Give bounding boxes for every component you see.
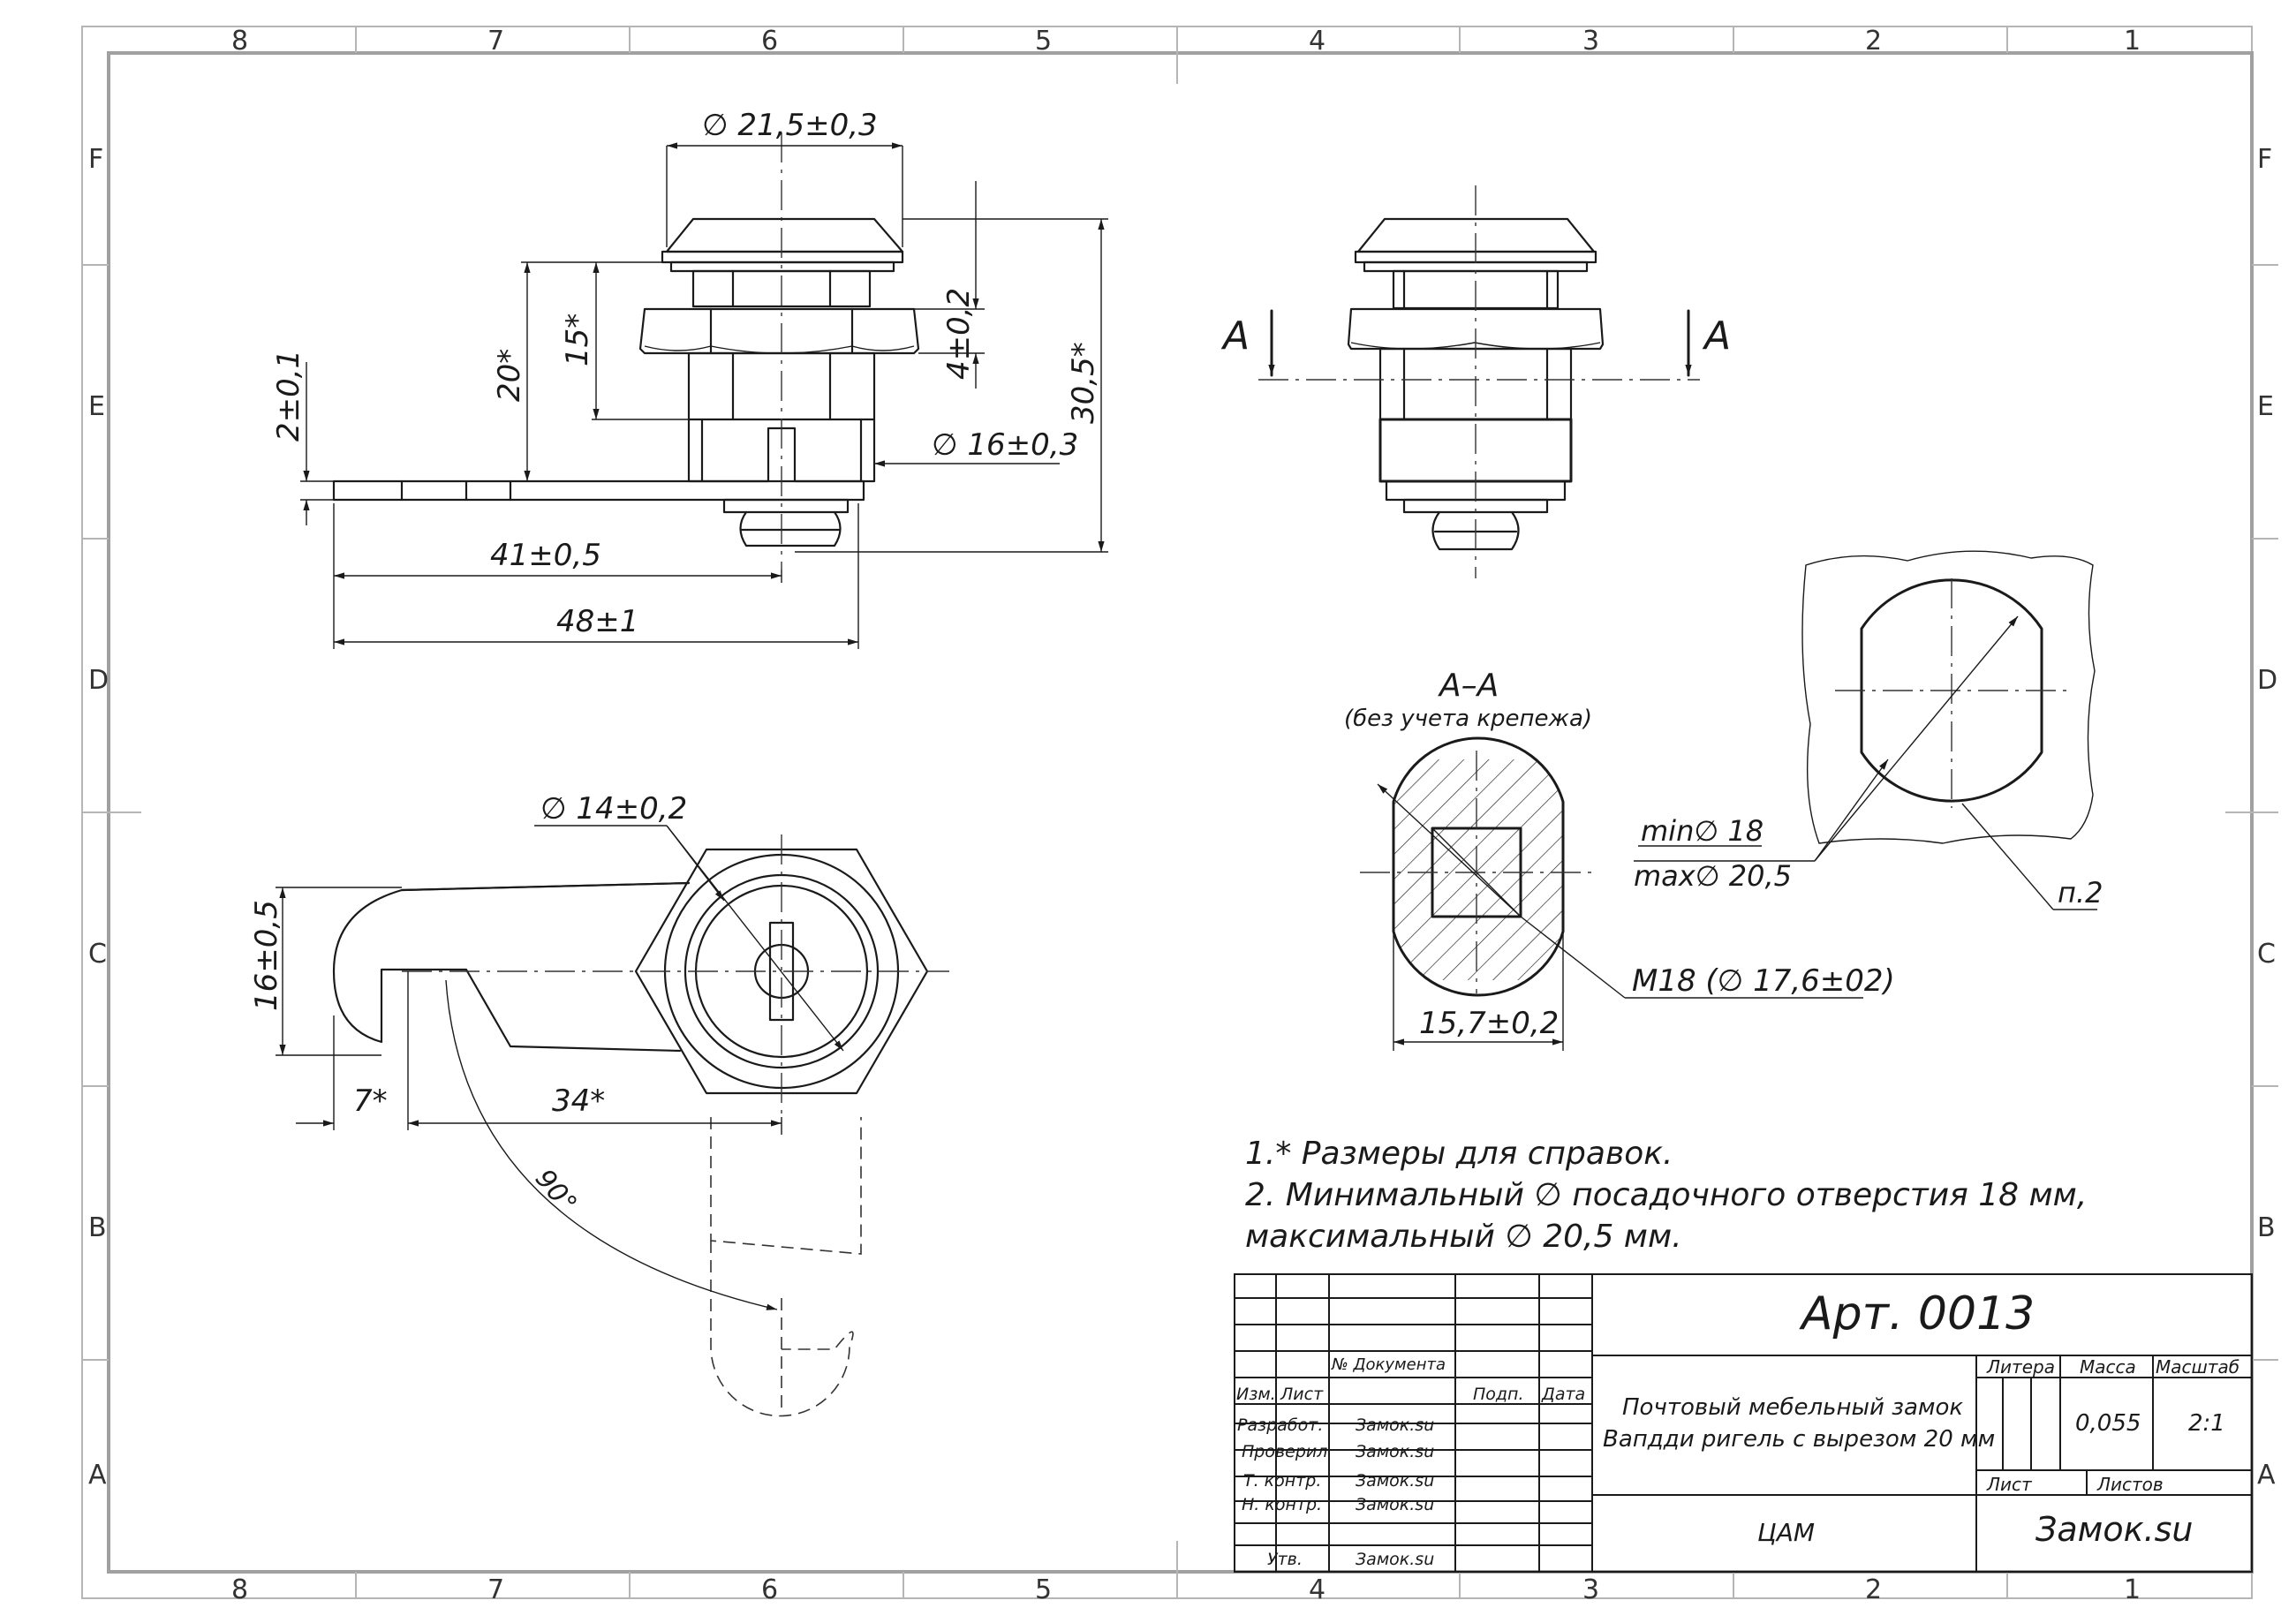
side-view: A A [1220, 185, 1731, 578]
dim-7: 7* [353, 1083, 388, 1119]
name-norm-control: Замок.su [1356, 1495, 1434, 1514]
role-checker: Проверил [1242, 1442, 1327, 1461]
dim-nut-4: 4±0,2 [941, 288, 977, 380]
sign-label: Подп. [1473, 1385, 1524, 1404]
dim-thread-diameter: ∅ 16±0,3 [932, 427, 1078, 463]
col-label-top: 1 [2124, 26, 2141, 57]
product-name-line2: Вапдди ригель с вырезом 20 мм [1603, 1426, 1995, 1453]
mass-value: 0,055 [2075, 1410, 2141, 1437]
litera-label: Литера [1986, 1356, 2055, 1378]
role-developer: Разработ. [1237, 1415, 1323, 1435]
drawing-frame [81, 26, 2278, 1599]
row-label-left: B [88, 1212, 107, 1243]
row-label-right: E [2257, 391, 2274, 422]
row-label-right: D [2257, 665, 2277, 696]
izm-label: Изм. [1236, 1385, 1276, 1404]
row-label-left: F [88, 144, 103, 175]
row-label-right: A [2257, 1460, 2276, 1491]
dim-height-15: 15* [560, 313, 595, 366]
title-block: Арт. 0013 № Документа Изм. Лист Подп. Да… [1234, 1273, 2253, 1573]
col-label-top: 2 [1865, 26, 1882, 57]
article-number: Арт. 0013 [1799, 1287, 2035, 1340]
col-label-top: 7 [487, 26, 504, 57]
dim-total-30-5: 30,5* [1066, 342, 1101, 424]
col-label-top: 5 [1035, 26, 1052, 57]
col-label-bottom: 1 [2124, 1574, 2141, 1605]
dim-48: 48±1 [556, 604, 638, 639]
col-label-top: 8 [231, 26, 248, 57]
row-label-right: C [2257, 939, 2276, 970]
row-label-right: B [2257, 1212, 2276, 1243]
section-label-left: A [1220, 313, 1250, 359]
list-label: Лист [1280, 1385, 1324, 1404]
sheet-label: Лист [1986, 1474, 2033, 1495]
section-a-a: А–А (без учета крепежа) 15,7±0,2 М18 (∅ … [1344, 668, 1895, 1051]
notes: 1.* Размеры для справок. 2. Минимальный … [1245, 1136, 2087, 1255]
col-label-bottom: 6 [761, 1574, 778, 1605]
col-label-bottom: 3 [1582, 1574, 1599, 1605]
bottom-view: ∅ 14±0,2 16±0,5 7* 34* 90° [249, 791, 949, 1417]
dim-max-hole: max∅ 20,5 [1634, 859, 1792, 893]
col-label-top: 3 [1582, 26, 1599, 57]
col-label-bottom: 5 [1035, 1574, 1052, 1605]
scale-label: Масштаб [2156, 1356, 2239, 1378]
col-label-bottom: 4 [1309, 1574, 1325, 1605]
row-label-left: A [88, 1460, 107, 1491]
dim-cam-thickness: 2±0,1 [271, 350, 306, 442]
dim-min-hole: min∅ 18 [1641, 814, 1764, 848]
dim-section-width: 15,7±0,2 [1419, 1006, 1559, 1041]
doc-number-label: № Документа [1331, 1355, 1446, 1374]
col-label-bottom: 2 [1865, 1574, 1882, 1605]
dim-head-diameter: ∅ 21,5±0,3 [702, 108, 878, 143]
front-view: ∅ 21,5±0,3 ∅ 16±0,3 15* 20* 4±0,2 30,5* … [271, 108, 1108, 649]
dim-angle: 90° [529, 1164, 583, 1219]
scale-value: 2:1 [2188, 1410, 2225, 1437]
row-label-left: E [88, 391, 105, 422]
row-label-left: D [88, 665, 109, 696]
row-label-right: F [2257, 144, 2272, 175]
dim-key-diameter: ∅ 14±0,2 [540, 791, 687, 827]
role-approved: Утв. [1267, 1550, 1303, 1569]
mass-label: Масса [2080, 1356, 2136, 1378]
section-subtitle: (без учета крепежа) [1344, 706, 1592, 732]
note-1: 1.* Размеры для справок. [1245, 1136, 1673, 1172]
name-checker: Замок.su [1356, 1442, 1434, 1461]
section-label-right: A [1702, 313, 1731, 359]
sheets-label: Листов [2096, 1474, 2164, 1495]
name-developer: Замок.su [1356, 1415, 1434, 1435]
note-reference: п.2 [2058, 876, 2103, 910]
note-2-cont: максимальный ∅ 20,5 мм. [1245, 1219, 1682, 1255]
col-label-top: 4 [1309, 26, 1325, 57]
name-approved: Замок.su [1356, 1550, 1434, 1569]
dim-cam-width: 16±0,5 [249, 900, 284, 1011]
company-name: Замок.su [2035, 1510, 2193, 1549]
dim-34: 34* [552, 1083, 605, 1119]
col-label-bottom: 8 [231, 1574, 248, 1605]
material: ЦАМ [1757, 1518, 1815, 1547]
role-tech-control: Т. контр. [1243, 1471, 1321, 1491]
role-norm-control: Н. контр. [1242, 1495, 1322, 1514]
section-title: А–А [1438, 668, 1499, 704]
date-label: Дата [1541, 1385, 1585, 1404]
dim-section-thread: М18 (∅ 17,6±02) [1632, 963, 1895, 999]
zone-labels: 8 7 6 5 4 3 2 1 8 7 6 5 4 3 2 1 F E D C … [88, 26, 2277, 1605]
mounting-hole-detail: min∅ 18 max∅ 20,5 п.2 [1634, 550, 2103, 910]
row-label-left: C [88, 939, 107, 970]
col-label-bottom: 7 [487, 1574, 504, 1605]
note-2: 2. Минимальный ∅ посадочного отверстия 1… [1245, 1177, 2087, 1213]
name-tech-control: Замок.su [1356, 1471, 1434, 1491]
dim-height-20: 20* [492, 349, 527, 402]
col-label-top: 6 [761, 26, 778, 57]
product-name-line1: Почтовый мебельный замок [1622, 1394, 1963, 1421]
dim-41: 41±0,5 [490, 538, 601, 573]
